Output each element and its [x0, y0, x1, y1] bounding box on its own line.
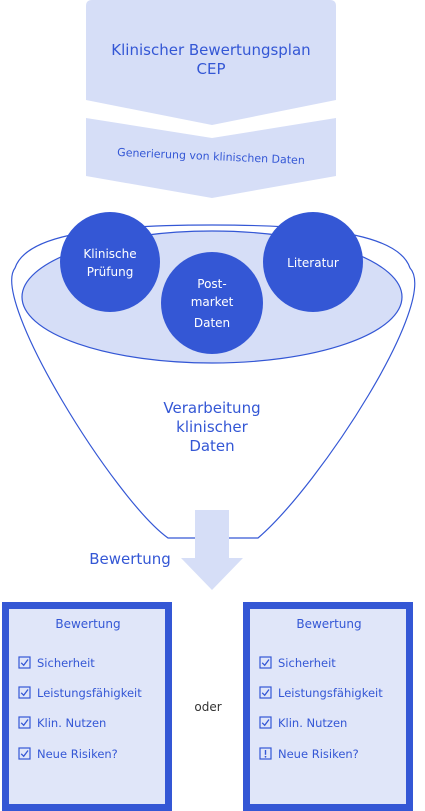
- clinical-trial-label-line1: Klinische: [83, 247, 136, 261]
- data-generation-block: Generierung von klinischen Daten: [86, 118, 336, 198]
- funnel-label-line3: Daten: [189, 437, 234, 455]
- plan-title-line1: Klinischer Bewertungsplan: [111, 41, 310, 59]
- card-title: Bewertung: [55, 617, 120, 631]
- criterion-label: Sicherheit: [37, 656, 95, 670]
- post-market-label-line2: market: [191, 295, 234, 309]
- checkbox-checked-icon: [18, 686, 31, 699]
- criterion-label: Leistungsfähigkeit: [37, 686, 142, 700]
- criterion-label: Klin. Nutzen: [37, 716, 106, 730]
- checkbox-checked-icon: [259, 716, 272, 729]
- checkbox-checked-icon: [259, 686, 272, 699]
- card-title: Bewertung: [296, 617, 361, 631]
- checkbox-checked-icon: [18, 747, 31, 760]
- post-market-label-line3: Daten: [194, 316, 230, 330]
- criterion-label: Klin. Nutzen: [278, 716, 347, 730]
- card-panel: [250, 609, 406, 804]
- generation-block-shape: [86, 118, 336, 198]
- criterion-label: Neue Risiken?: [37, 747, 118, 761]
- checkbox-checked-icon: [18, 716, 31, 729]
- clinical-evaluation-plan-block: Klinischer Bewertungsplan CEP: [86, 0, 336, 125]
- post-market-label-line1: Post-: [197, 277, 226, 291]
- literature-label: Literatur: [287, 256, 339, 270]
- down-arrow-icon: [181, 510, 243, 590]
- evaluation-arrow: Bewertung: [89, 510, 243, 590]
- evaluation-card-2: BewertungSicherheitLeistungsfähigkeitKli…: [243, 602, 413, 811]
- or-label: oder: [194, 700, 221, 714]
- post-market-circle: [161, 252, 263, 354]
- clinical-trial-circle: [60, 212, 160, 312]
- source-literature: Literatur: [263, 212, 363, 312]
- evaluation-cards: BewertungSicherheitLeistungsfähigkeitKli…: [2, 602, 413, 811]
- checkbox-exclamation-icon: [259, 747, 272, 760]
- criterion-label: Sicherheit: [278, 656, 336, 670]
- evaluation-card-1: BewertungSicherheitLeistungsfähigkeitKli…: [2, 602, 172, 811]
- source-clinical-trial: Klinische Prüfung: [60, 212, 160, 312]
- card-panel: [9, 609, 165, 804]
- checkbox-checked-icon: [18, 656, 31, 669]
- clinical-trial-label-line2: Prüfung: [87, 265, 134, 279]
- funnel-label-line1: Verarbeitung: [163, 399, 260, 417]
- evaluation-label: Bewertung: [89, 550, 171, 568]
- source-post-market-data: Post- market Daten: [161, 252, 263, 354]
- criterion-label: Neue Risiken?: [278, 747, 359, 761]
- criterion-label: Leistungsfähigkeit: [278, 686, 383, 700]
- plan-block-shape: [86, 0, 336, 125]
- checkbox-checked-icon: [259, 656, 272, 669]
- plan-title-line2: CEP: [197, 60, 226, 78]
- literature-circle: [263, 212, 363, 312]
- funnel-label-line2: klinischer: [176, 418, 248, 436]
